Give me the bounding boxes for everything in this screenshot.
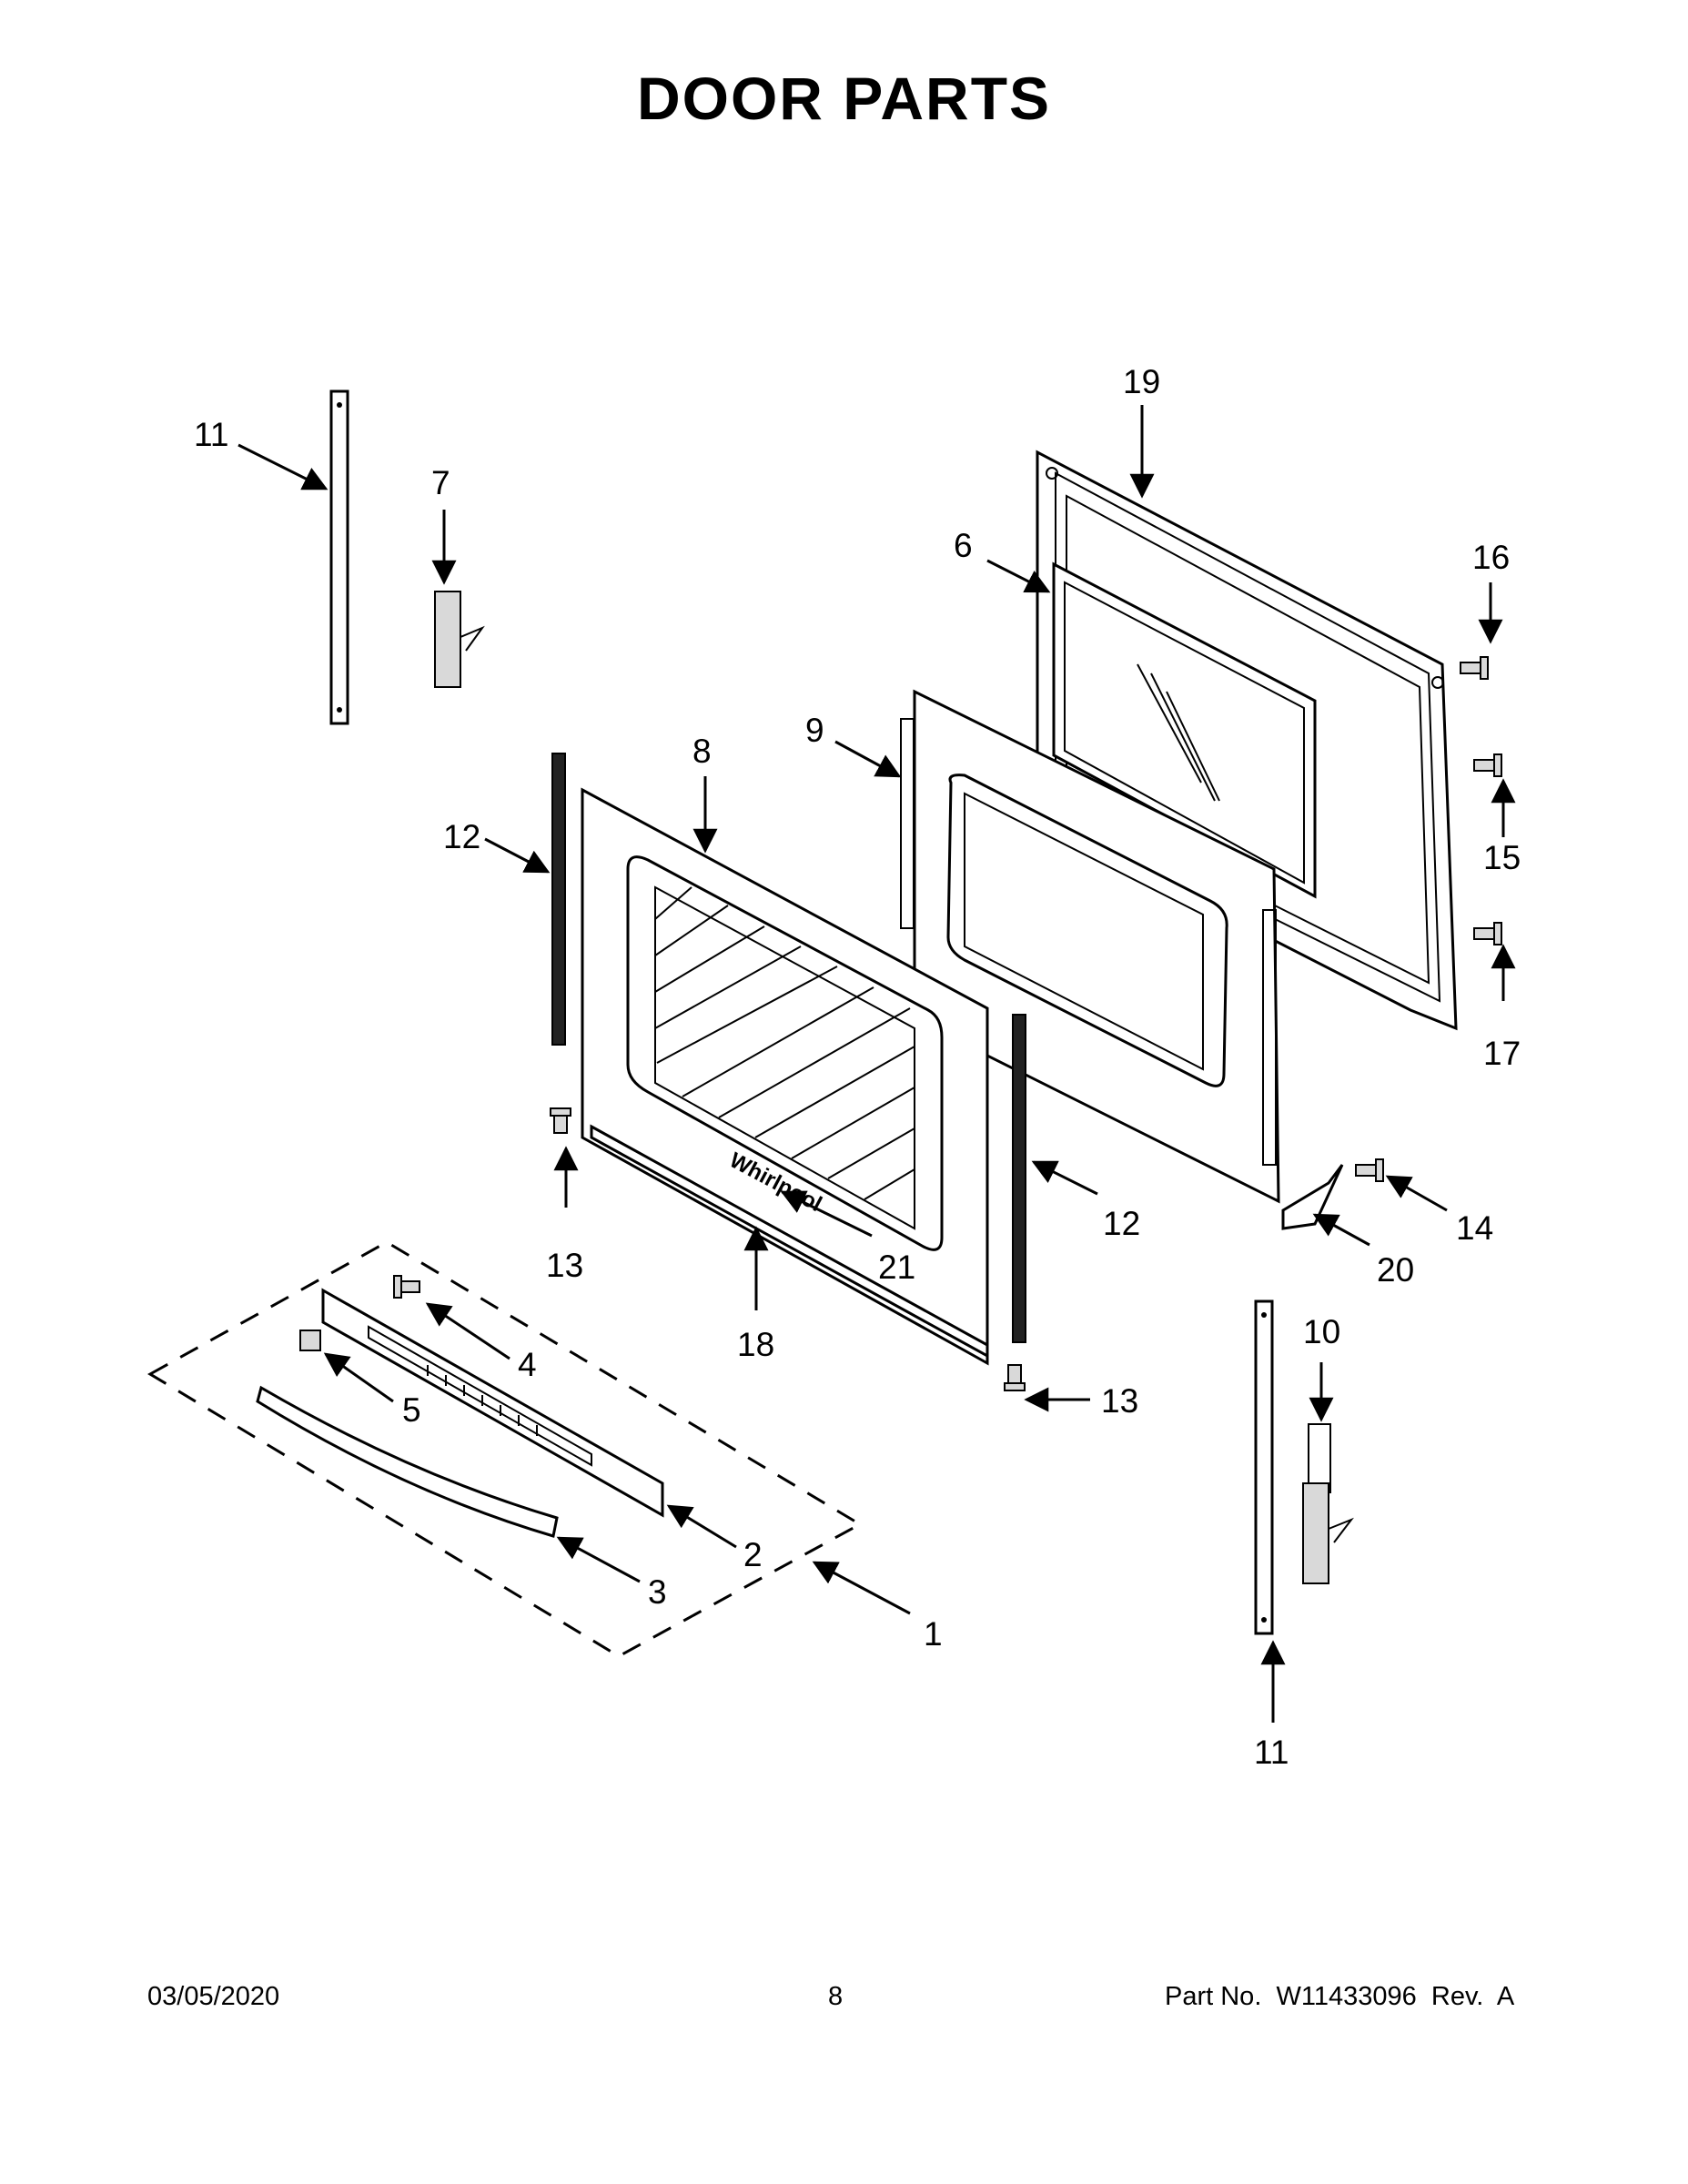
part-bracket bbox=[1281, 1164, 1344, 1230]
leader-lines bbox=[238, 405, 1516, 1723]
callout-11: 11 bbox=[1254, 1734, 1289, 1771]
screw-icon bbox=[1355, 1158, 1384, 1182]
footer-part-info: Part No. W11433096 Rev. A bbox=[1165, 1982, 1514, 2012]
footer-date: 03/05/2020 bbox=[147, 1982, 280, 2011]
callout-13: 13 bbox=[546, 1247, 583, 1284]
callout-18: 18 bbox=[737, 1326, 774, 1363]
part-number: W11433096 bbox=[1276, 1982, 1417, 2011]
callout-6: 6 bbox=[954, 527, 973, 564]
callout-15: 15 bbox=[1483, 839, 1521, 876]
callout-21: 21 bbox=[878, 1249, 915, 1286]
part-handle-clip bbox=[299, 1330, 321, 1351]
part-side-trim-right bbox=[1012, 1014, 1026, 1343]
screw-icon bbox=[393, 1275, 420, 1299]
revision-value: A bbox=[1496, 1982, 1515, 2011]
callout-19: 19 bbox=[1123, 363, 1160, 400]
callout-14: 14 bbox=[1456, 1209, 1493, 1247]
callout-3: 3 bbox=[648, 1573, 667, 1611]
callout-9: 9 bbox=[805, 712, 824, 749]
part-hinge-right bbox=[1302, 1423, 1354, 1584]
callout-11: 11 bbox=[194, 416, 228, 453]
callout-13: 13 bbox=[1101, 1382, 1138, 1420]
screw-icon bbox=[1473, 922, 1502, 945]
screw-icon bbox=[1004, 1364, 1026, 1391]
callout-4: 4 bbox=[518, 1346, 537, 1383]
part-inner-glass bbox=[1052, 561, 1317, 899]
part-hinge-channel-bottom bbox=[1254, 1299, 1274, 1635]
callout-8: 8 bbox=[692, 733, 712, 770]
part-number-label: Part No. bbox=[1165, 1982, 1262, 2011]
part-hinge-channel-top bbox=[329, 389, 349, 725]
callout-10: 10 bbox=[1303, 1313, 1340, 1350]
screw-icons bbox=[393, 656, 1502, 1391]
part-side-trim-left bbox=[551, 753, 566, 1046]
callout-7: 7 bbox=[431, 464, 450, 501]
callout-12: 12 bbox=[443, 818, 480, 855]
callout-16: 16 bbox=[1472, 539, 1510, 576]
part-hinge-left bbox=[434, 591, 485, 688]
callout-5: 5 bbox=[402, 1391, 421, 1429]
handle-assembly-outline bbox=[147, 1240, 864, 1658]
part-outer-door bbox=[581, 787, 989, 1366]
revision-label: Rev. bbox=[1430, 1982, 1484, 2011]
page-title: DOOR PARTS bbox=[636, 65, 1052, 132]
part-handle-base bbox=[321, 1288, 664, 1518]
screw-icon bbox=[1460, 656, 1489, 680]
callout-1: 1 bbox=[924, 1615, 943, 1653]
callout-2: 2 bbox=[743, 1536, 763, 1573]
callout-20: 20 bbox=[1377, 1251, 1414, 1289]
part-door-frame bbox=[900, 689, 1280, 1204]
screw-icon bbox=[1473, 753, 1502, 777]
callout-17: 17 bbox=[1483, 1035, 1521, 1072]
part-handle-cap bbox=[256, 1385, 559, 1538]
callout-labels: 11 7 19 6 16 15 17 9 8 12 13 12 21 18 14… bbox=[194, 363, 1521, 1771]
footer-page-number: 8 bbox=[828, 1982, 844, 2011]
part-bottom-trim bbox=[590, 1124, 989, 1359]
screw-icon bbox=[550, 1107, 571, 1134]
callout-12: 12 bbox=[1103, 1205, 1140, 1242]
